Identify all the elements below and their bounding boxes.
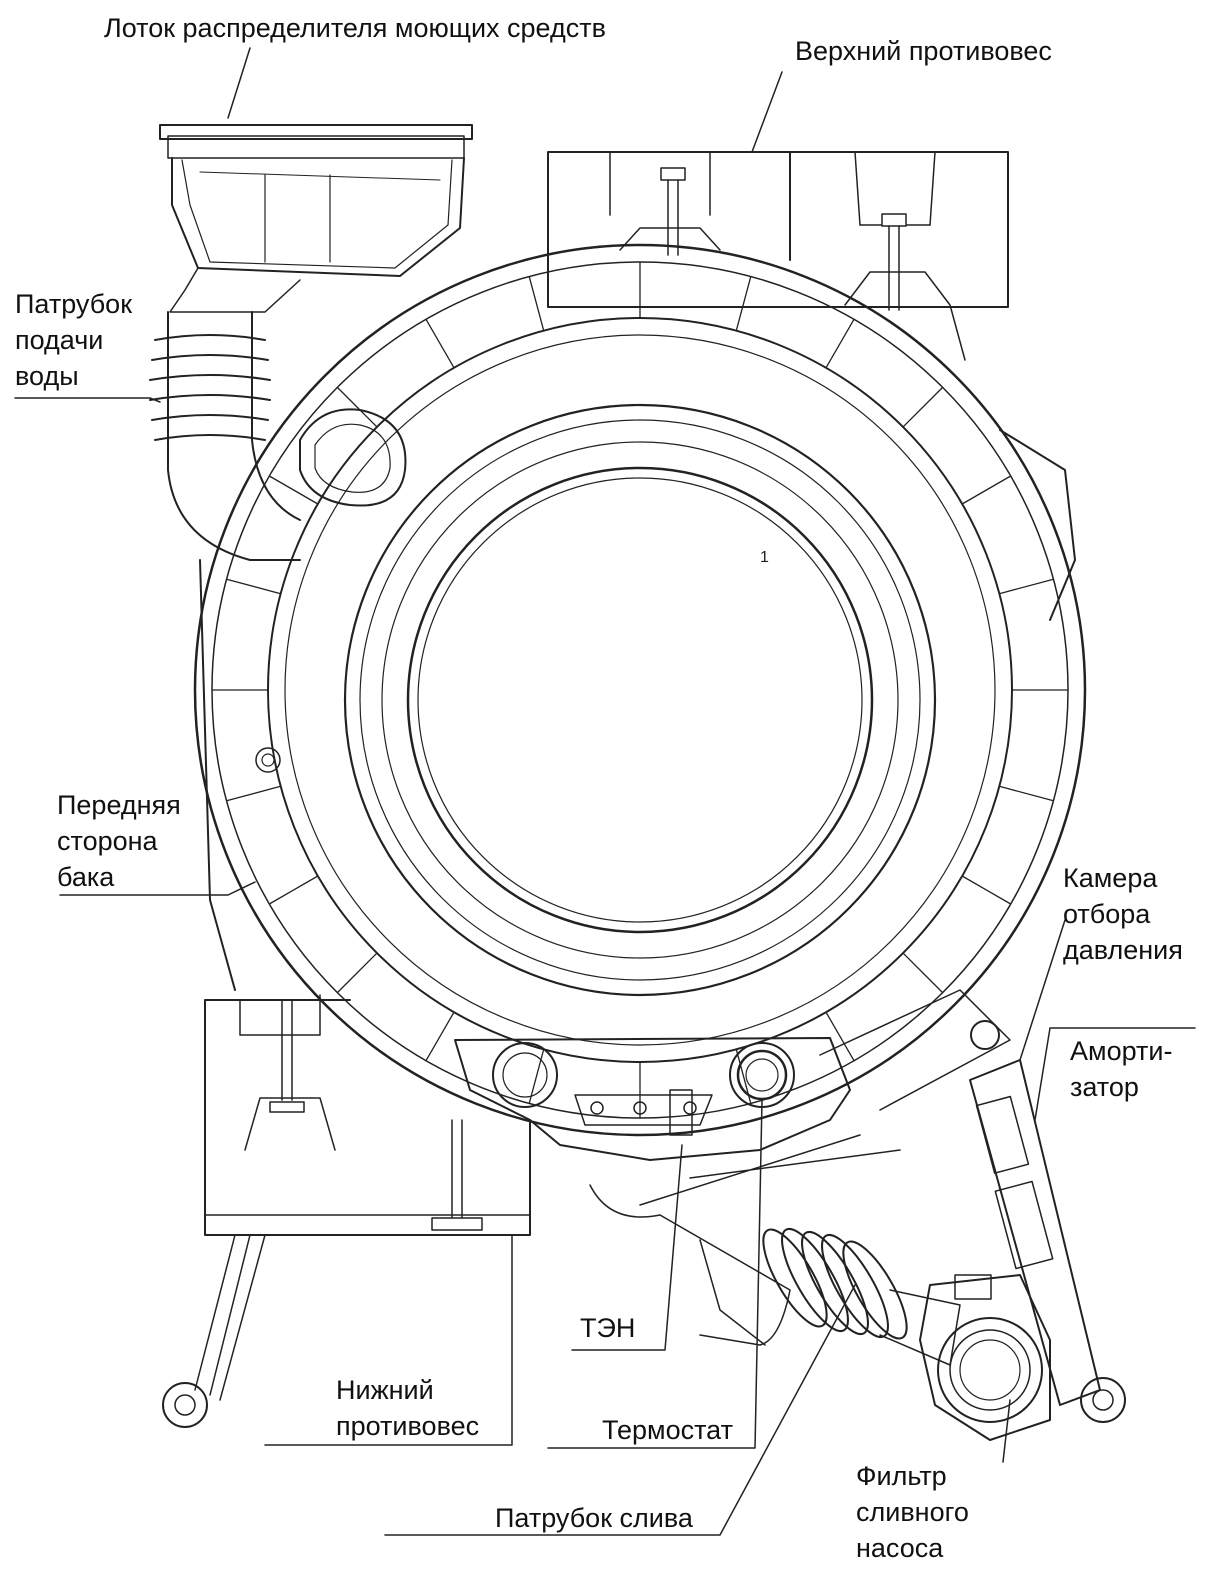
label-thermostat: Термостат	[602, 1415, 733, 1445]
drain-pipe-shape	[639, 1134, 961, 1366]
leader-lower-counterweight	[264, 1234, 513, 1446]
detergent-tray-shape	[159, 124, 473, 313]
label-tank-front: Передняя сторона бака	[57, 790, 181, 892]
tank-rib-line	[225, 785, 282, 802]
label-shock-absorber: Аморти- затор	[1070, 1036, 1173, 1102]
tank-rib-line	[998, 785, 1055, 802]
tank-rib-lines	[211, 261, 1069, 1119]
tank-side-extension	[199, 429, 1076, 991]
tank-rib-line	[528, 1048, 545, 1105]
tank-rib-line	[425, 318, 455, 369]
leader-shock-absorber	[1034, 1027, 1196, 1121]
leader-lines	[14, 47, 1196, 1536]
tank-rib-line	[902, 386, 944, 428]
tank-rib-line	[268, 475, 319, 505]
leader-pump-filter	[1002, 1399, 1011, 1463]
label-drain-pipe: Патрубок слива	[495, 1503, 693, 1533]
label-upper-counterweight: Верхний противовес	[795, 36, 1052, 66]
upper-counterweight-shape	[547, 151, 1009, 361]
drain-pump-filter-shape	[919, 1274, 1051, 1441]
tank-rib-line	[268, 875, 319, 905]
leader-drain-pipe	[384, 1284, 856, 1536]
tank-rib-line	[825, 1011, 855, 1062]
shock-absorber-shape	[162, 989, 1126, 1428]
leader-heater	[571, 1144, 683, 1351]
label-heater: ТЭН	[580, 1313, 636, 1343]
tank-front-shape	[193, 243, 1087, 1137]
tank-rib-line	[998, 578, 1055, 595]
label-water-inlet-pipe: Патрубок подачи воды	[15, 289, 133, 391]
tank-rib-line	[902, 952, 944, 994]
tank-rib-line	[961, 875, 1012, 905]
leader-upper-counterweight	[751, 71, 783, 153]
tank-rib-line	[336, 952, 378, 994]
lower-counterweight-shape	[204, 994, 531, 1236]
label-pump-filter: Фильтр сливного насоса	[856, 1461, 969, 1563]
part-number-mark: 1	[760, 549, 769, 566]
heater-bracket-shape	[454, 1037, 851, 1346]
leader-water-inlet	[14, 397, 161, 403]
label-lower-counterweight: Нижний противовес	[336, 1375, 480, 1441]
tank-rib-line	[961, 475, 1012, 505]
tank-rib-line	[528, 275, 545, 332]
tank-rib-line	[225, 578, 282, 595]
tank-rib-line	[825, 318, 855, 369]
leader-tank-front	[59, 881, 256, 896]
water-inlet-pipe-shape	[149, 311, 407, 561]
tank-assembly-drawing	[14, 47, 1196, 1536]
leader-pressure-chamber	[1019, 919, 1066, 1061]
tank-rib-line	[336, 386, 378, 428]
leader-thermostat	[547, 1099, 763, 1449]
label-detergent-tray: Лоток распределителя моющих средств	[104, 13, 606, 43]
tank-rib-line	[425, 1011, 455, 1062]
tank-rib-line	[735, 275, 752, 332]
label-pressure-chamber: Камера отбора давления	[1063, 863, 1183, 965]
leader-detergent-tray	[227, 47, 251, 119]
